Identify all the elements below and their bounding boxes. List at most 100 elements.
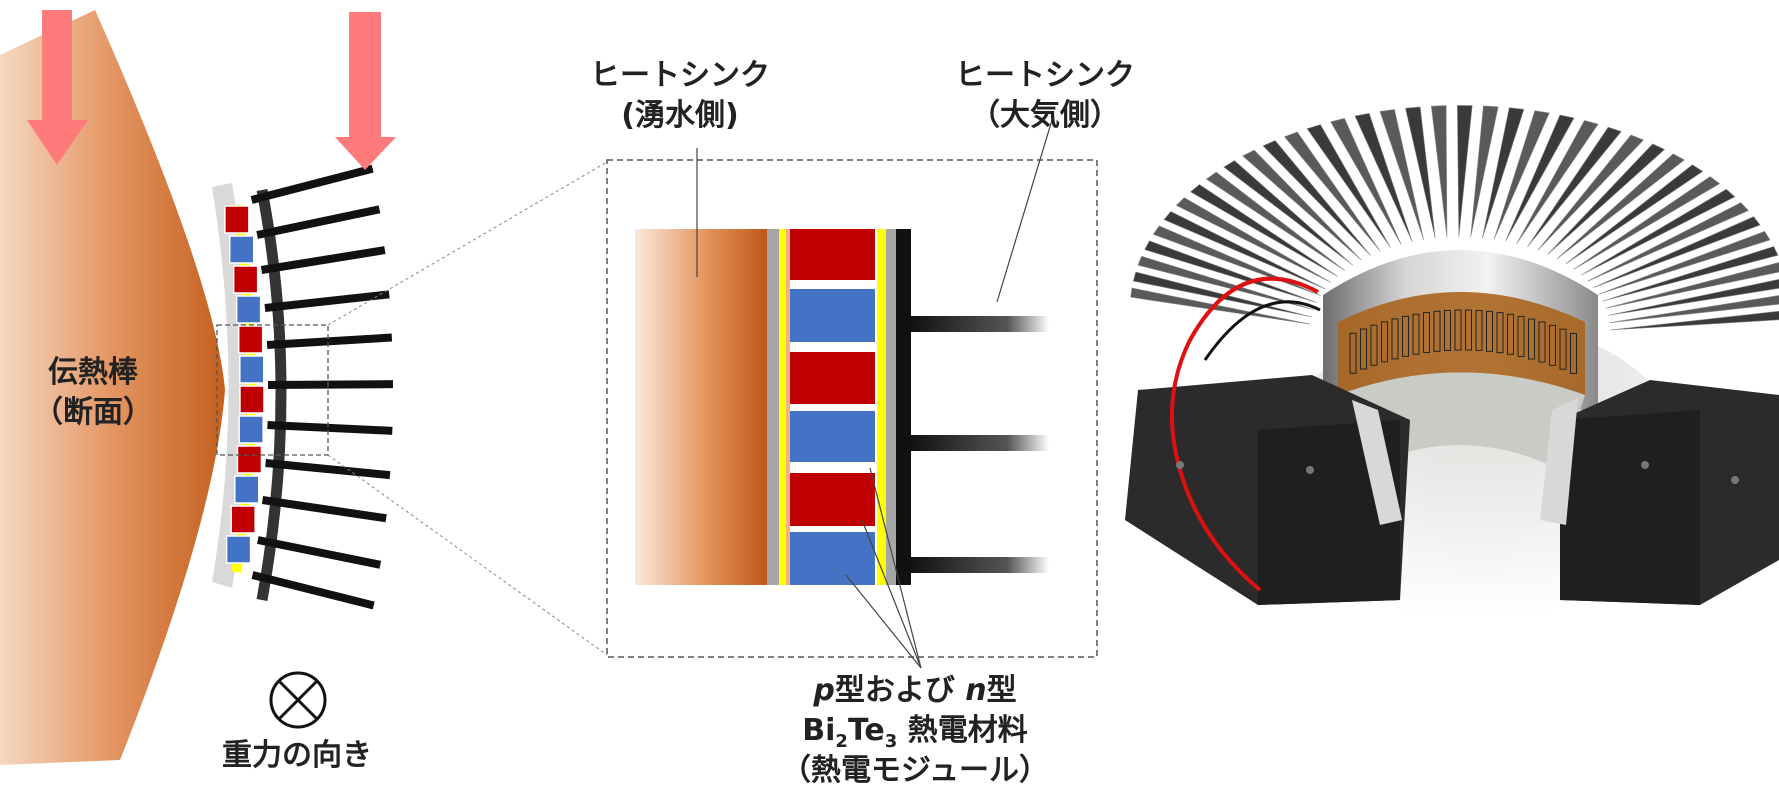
heatsink-fin	[251, 571, 375, 610]
photo-fin	[1354, 112, 1413, 242]
separator-strip	[788, 467, 877, 472]
photo-fin	[1223, 160, 1353, 266]
n-type-element	[790, 530, 875, 585]
photo-fin	[1493, 110, 1550, 240]
separator-strip	[788, 406, 877, 411]
photo-fin	[1556, 153, 1685, 260]
heatsink-fin	[250, 164, 374, 204]
heatsink-spring-label-line1: ヒートシンク	[590, 58, 770, 93]
gravity-direction-icon	[269, 671, 327, 729]
inner-contact	[786, 229, 790, 585]
p-type-element	[232, 265, 259, 294]
left-thermoelectric-elements	[224, 205, 265, 564]
photo-screw	[1731, 476, 1739, 484]
photo-fin	[1242, 149, 1362, 261]
zoom-frame	[606, 159, 1098, 658]
photo-fin	[1205, 171, 1345, 271]
p-type-element	[790, 473, 875, 526]
photo-module-cell	[1402, 315, 1409, 357]
photo-module-cell	[1570, 332, 1577, 374]
rod-label-line1: 伝熱棒	[48, 355, 139, 390]
photo-fin	[1602, 246, 1779, 302]
fin-2	[911, 435, 1049, 451]
photo-black-wire	[1203, 300, 1321, 361]
photo-fin	[1580, 188, 1736, 276]
n-type-element	[228, 235, 255, 264]
leader-material-3	[869, 467, 922, 669]
photo-fin	[1175, 197, 1332, 283]
photo-module-cell	[1433, 310, 1441, 352]
photo-fin	[1262, 140, 1371, 256]
photo-fin	[1405, 106, 1436, 239]
leader-air-heatsink	[996, 119, 1053, 303]
photo-fin	[1379, 109, 1424, 240]
heatsink-fin	[267, 380, 394, 389]
photo-module-cell	[1549, 324, 1556, 366]
n-type-element	[235, 295, 262, 324]
separator-strip	[788, 345, 877, 350]
heat-arrow-right	[335, 12, 396, 170]
photo-fin	[1306, 124, 1391, 248]
photo-fin	[1470, 105, 1499, 238]
fin-3	[911, 557, 1049, 573]
n-type-element	[790, 289, 875, 342]
material-label-line1: p型および n型	[812, 673, 1016, 708]
photo-module-cell	[1496, 312, 1504, 354]
photo-right-bracket-face	[1560, 410, 1700, 605]
n-type-element	[225, 535, 252, 564]
heatsink-fin	[266, 333, 393, 349]
separator-strip	[788, 282, 877, 287]
photo-right-clip	[1540, 398, 1578, 525]
heatsink-spring-label-line2: (湧水側)	[621, 98, 738, 133]
photo-module-cell	[1528, 318, 1535, 360]
n-type-element	[234, 475, 260, 504]
photo-module-cell	[1465, 309, 1472, 351]
photo-screw	[1641, 461, 1649, 469]
outer-plate-detail	[886, 229, 896, 585]
photo-fin	[1130, 287, 1311, 325]
photo-fin	[1547, 143, 1666, 255]
heat-arrow-left	[27, 10, 88, 165]
photo-fin	[1573, 176, 1721, 270]
photo-module-cell	[1475, 309, 1483, 351]
photo-left-bracket-face	[1258, 420, 1400, 605]
photo-fin	[1587, 202, 1749, 282]
heatsink-fin	[264, 290, 390, 312]
gravity-label: 重力の向き	[222, 738, 372, 773]
device-photo	[1120, 105, 1779, 620]
p-type-element	[790, 352, 875, 404]
photo-fin	[1598, 230, 1771, 295]
p-type-element	[236, 445, 263, 474]
heatsink-fin	[257, 536, 382, 569]
photo-module-cell	[1444, 309, 1451, 351]
photo-fin	[1144, 240, 1317, 303]
photo-module-cell	[1423, 312, 1430, 354]
inner-plate-detail	[767, 229, 779, 585]
heatsink-fin	[256, 205, 381, 239]
n-type-element	[238, 415, 264, 444]
heatsink-air-label-line1: ヒートシンク	[955, 58, 1135, 93]
photo-module-cell	[1360, 328, 1367, 370]
thermoelectric-stack	[786, 229, 877, 585]
leader-material-2	[861, 519, 922, 669]
rod-label-line2: （断面）	[33, 395, 153, 430]
heatsink-fin	[260, 246, 386, 274]
heatsink-air-label-line2: （大気側）	[970, 98, 1120, 133]
photo-fin	[1163, 211, 1326, 290]
photo-fin	[1565, 164, 1704, 265]
photo-module-cell	[1381, 321, 1388, 363]
p-type-element	[239, 385, 265, 414]
zoom-leader-bottom	[327, 454, 608, 656]
photo-fin	[1537, 134, 1644, 251]
photo-fin	[1284, 131, 1381, 252]
heatsink-fin	[261, 496, 387, 523]
heatsink-fin	[267, 421, 393, 435]
photo-module-cell	[1517, 315, 1525, 357]
p-type-element	[790, 229, 875, 280]
photo-fin	[1609, 310, 1779, 331]
photo-fin	[1190, 184, 1338, 277]
material-label-line3: （熱電モジュール）	[781, 753, 1049, 788]
photo-fin	[1482, 107, 1525, 239]
electrode-outer	[877, 229, 886, 585]
n-type-element	[239, 355, 265, 384]
